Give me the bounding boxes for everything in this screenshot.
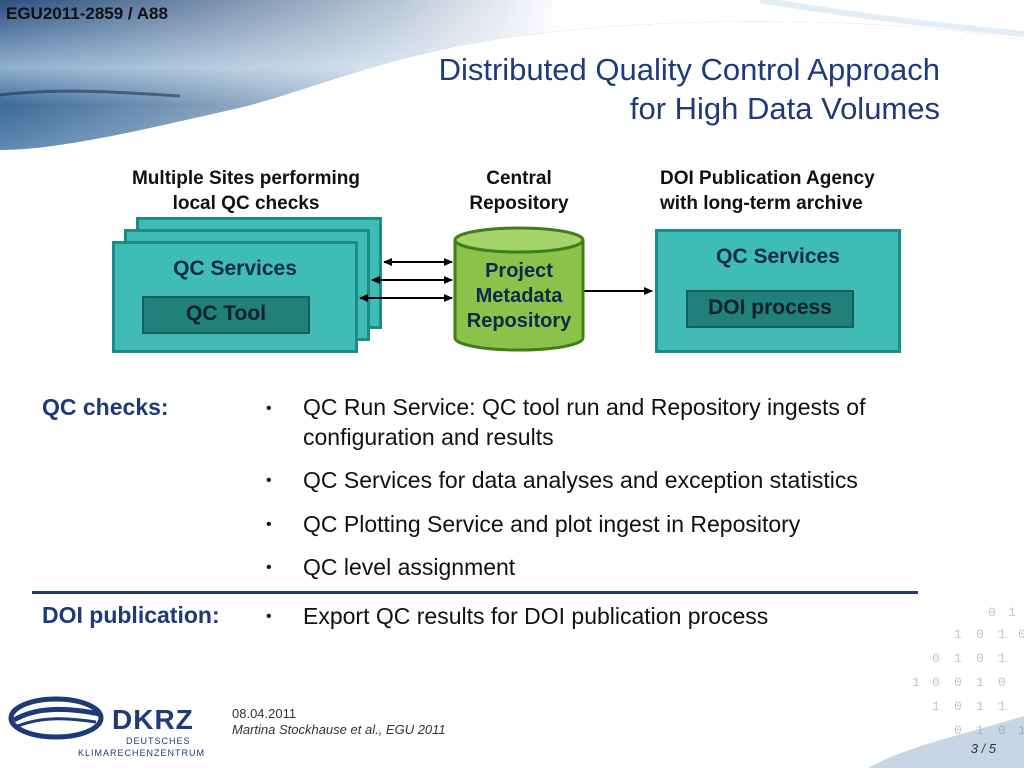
central-heading-line1: Central bbox=[486, 168, 552, 189]
database-cylinder bbox=[453, 226, 585, 352]
svg-text:1: 1 bbox=[954, 627, 962, 642]
metadata-repository-label: Project Metadata Repository bbox=[453, 259, 585, 334]
sites-heading: Multiple Sites performing local QC check… bbox=[108, 166, 384, 216]
bullet: • bbox=[266, 608, 272, 625]
qc-check-item: QC Services for data analyses and except… bbox=[303, 467, 858, 493]
qc-check-item: QC Run Service: QC tool run and Reposito… bbox=[303, 394, 866, 450]
dkrz-logo-text: DKRZ bbox=[112, 704, 194, 735]
bullet: • bbox=[266, 472, 272, 489]
svg-text:1: 1 bbox=[976, 675, 984, 690]
slide-date: 08.04.2011 bbox=[232, 706, 297, 721]
svg-text:0: 0 bbox=[998, 723, 1006, 738]
svg-text:0: 0 bbox=[932, 675, 940, 690]
slide-title-line2: for High Data Volumes bbox=[629, 91, 940, 126]
bullet: • bbox=[266, 516, 272, 533]
page-number: 3 / 5 bbox=[970, 741, 996, 756]
header-background bbox=[0, 0, 1024, 150]
svg-text:1: 1 bbox=[1008, 605, 1016, 620]
doi-publication-label: DOI publication: bbox=[42, 602, 220, 628]
doi-agency-box bbox=[655, 229, 901, 353]
dkrz-logo-subtitle-1: DEUTSCHES bbox=[126, 736, 191, 746]
svg-text:0: 0 bbox=[998, 675, 1006, 690]
db-label-line1: Project bbox=[485, 260, 553, 282]
conference-reference: EGU2011-2859 / A88 bbox=[6, 4, 168, 23]
central-heading: Central Repository bbox=[449, 166, 589, 216]
svg-text:0: 0 bbox=[1018, 627, 1024, 642]
dkrz-logo-icon bbox=[8, 696, 104, 740]
svg-text:1: 1 bbox=[954, 651, 962, 666]
doi-qc-services-label: QC Services bbox=[716, 245, 840, 268]
slide-author: Martina Stockhause et al., EGU 2011 bbox=[232, 722, 446, 737]
doi-agency-heading-line2: with long-term archive bbox=[660, 193, 863, 214]
svg-text:0: 0 bbox=[954, 675, 962, 690]
doi-agency-heading: DOI Publication Agency with long-term ar… bbox=[660, 166, 930, 216]
svg-text:1: 1 bbox=[1018, 723, 1024, 738]
site-qc-services-label: QC Services bbox=[173, 257, 297, 280]
bullet: • bbox=[266, 400, 272, 417]
sites-heading-line2: local QC checks bbox=[172, 193, 320, 214]
slide-title-line1: Distributed Quality Control Approach bbox=[438, 52, 940, 87]
qc-check-item: QC level assignment bbox=[303, 554, 516, 580]
svg-text:1: 1 bbox=[976, 723, 984, 738]
db-label-line2: Metadata bbox=[475, 285, 563, 307]
qc-checks-label: QC checks: bbox=[42, 394, 169, 420]
db-label-line3: Repository bbox=[466, 310, 572, 332]
sea-banner-image bbox=[0, 0, 1024, 150]
doi-item: Export QC results for DOI publication pr… bbox=[303, 603, 769, 629]
svg-text:1: 1 bbox=[912, 675, 920, 690]
dkrz-logo-subtitle-2: KLIMARECHENZENTRUM bbox=[78, 748, 206, 758]
slide-title: Distributed Quality Control Approach for… bbox=[320, 50, 940, 128]
doi-process-box: DOI process bbox=[686, 290, 854, 328]
central-heading-line2: Repository bbox=[469, 193, 569, 214]
svg-text:0: 0 bbox=[932, 651, 940, 666]
svg-text:1: 1 bbox=[998, 651, 1006, 666]
svg-text:0: 0 bbox=[988, 605, 996, 620]
section-divider bbox=[32, 591, 918, 594]
sites-heading-line1: Multiple Sites performing bbox=[131, 168, 361, 189]
svg-text:0: 0 bbox=[954, 723, 962, 738]
svg-text:0: 0 bbox=[976, 651, 984, 666]
svg-text:0: 0 bbox=[954, 699, 962, 714]
svg-text:1: 1 bbox=[976, 699, 984, 714]
bullet: • bbox=[266, 559, 272, 576]
qc-check-item: QC Plotting Service and plot ingest in R… bbox=[303, 511, 801, 537]
svg-text:0: 0 bbox=[976, 627, 984, 642]
doi-agency-heading-line1: DOI Publication Agency bbox=[660, 168, 875, 189]
svg-text:1: 1 bbox=[998, 627, 1006, 642]
svg-text:1: 1 bbox=[998, 699, 1006, 714]
svg-text:1: 1 bbox=[932, 699, 940, 714]
qc-tool-box: QC Tool bbox=[142, 296, 310, 334]
